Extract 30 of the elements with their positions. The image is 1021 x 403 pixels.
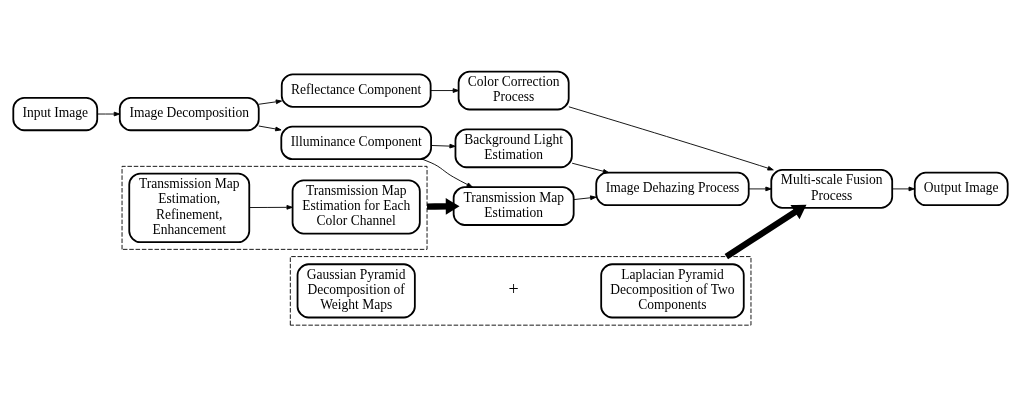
arrow <box>724 204 807 259</box>
arrow <box>891 186 915 191</box>
node-box: Laplacian Pyramid Decomposition of Two Components <box>600 262 745 318</box>
node-box: Transmission Map Estimation <box>452 185 575 226</box>
arrow <box>248 204 293 210</box>
arrow <box>258 98 282 105</box>
node-box: Input Image <box>12 96 99 131</box>
arrow <box>430 87 459 93</box>
node-box: Background Light Estimation <box>454 127 573 168</box>
cluster <box>289 255 752 326</box>
node-box: Color Correction Process <box>457 70 570 110</box>
arrow <box>568 105 774 170</box>
node-box: Image Decomposition <box>118 96 260 131</box>
node-box: Gaussian Pyramid Decomposition of Weight Maps <box>296 262 416 318</box>
node-box: Transmission Map Estimation for Each Color Channel <box>291 178 421 234</box>
arrow <box>258 125 282 131</box>
node-box: Transmission Map Estimation, Refinement, Enhancement <box>128 172 251 243</box>
arrow <box>571 162 610 174</box>
node-box: Image Dehazing Process <box>595 171 750 206</box>
arrow <box>96 111 121 116</box>
arrow <box>748 186 772 191</box>
arrow <box>430 143 456 148</box>
node-box: Illuminance Component <box>280 125 432 160</box>
cluster <box>121 165 428 250</box>
label: + <box>508 278 519 299</box>
arrow <box>573 194 597 200</box>
node-box: Multi-scale Fusion Process <box>770 168 894 209</box>
node-box: Reflectance Component <box>280 72 432 108</box>
node-box: Output Image <box>913 171 1009 206</box>
arrow <box>422 158 473 188</box>
